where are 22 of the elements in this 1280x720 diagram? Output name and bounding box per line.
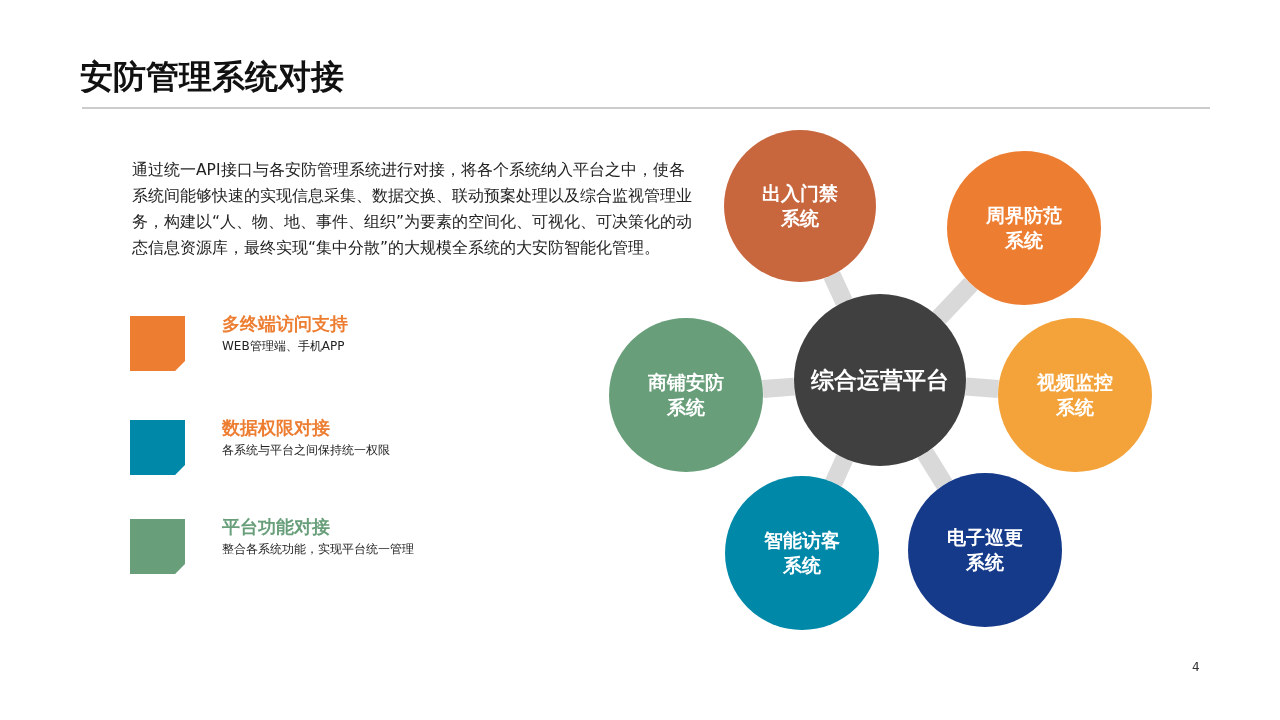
page-number: 4 (1192, 660, 1200, 674)
feature-description: WEB管理端、手机APP (222, 338, 345, 355)
connector-tube (823, 271, 853, 306)
intro-paragraph: 通过统一API接口与各安防管理系统进行对接，将各个系统纳入平台之中，使各系统间能够快速的实现信息采集、数据交换、联动预案处理以及综合监视管理业务，构建以“人、物、地、事件、组织”为要素的空间化、可视化、可决策化的动态信息资源库，最终实现“集中分散”的大规模全系统的大安防智能化管理。 (132, 160, 694, 259)
slide-title: 安防管理系统对接 (80, 56, 344, 98)
feature-heading: 数据权限对接 (222, 417, 330, 440)
feature-heading: 平台功能对接 (222, 516, 330, 539)
connector-tube (762, 377, 795, 399)
system-circle: 电子巡更系统 (908, 473, 1062, 627)
feature-description: 整合各系统功能，实现平台统一管理 (222, 541, 414, 558)
hub-circle: 综合运营平台 (794, 294, 966, 466)
system-circle: 智能访客系统 (725, 476, 879, 630)
connector-tube (965, 377, 999, 399)
connector-tube (917, 448, 953, 490)
feature-description: 各系统与平台之间保持统一权限 (222, 442, 390, 459)
feature-heading: 多终端访问支持 (222, 313, 348, 336)
system-circle: 视频监控系统 (998, 318, 1152, 472)
connector-tube (932, 277, 978, 324)
connector-tube (825, 454, 853, 487)
system-circle: 周界防范系统 (947, 151, 1101, 305)
system-circle: 出入门禁系统 (724, 130, 876, 282)
system-circle: 商铺安防系统 (609, 318, 763, 472)
